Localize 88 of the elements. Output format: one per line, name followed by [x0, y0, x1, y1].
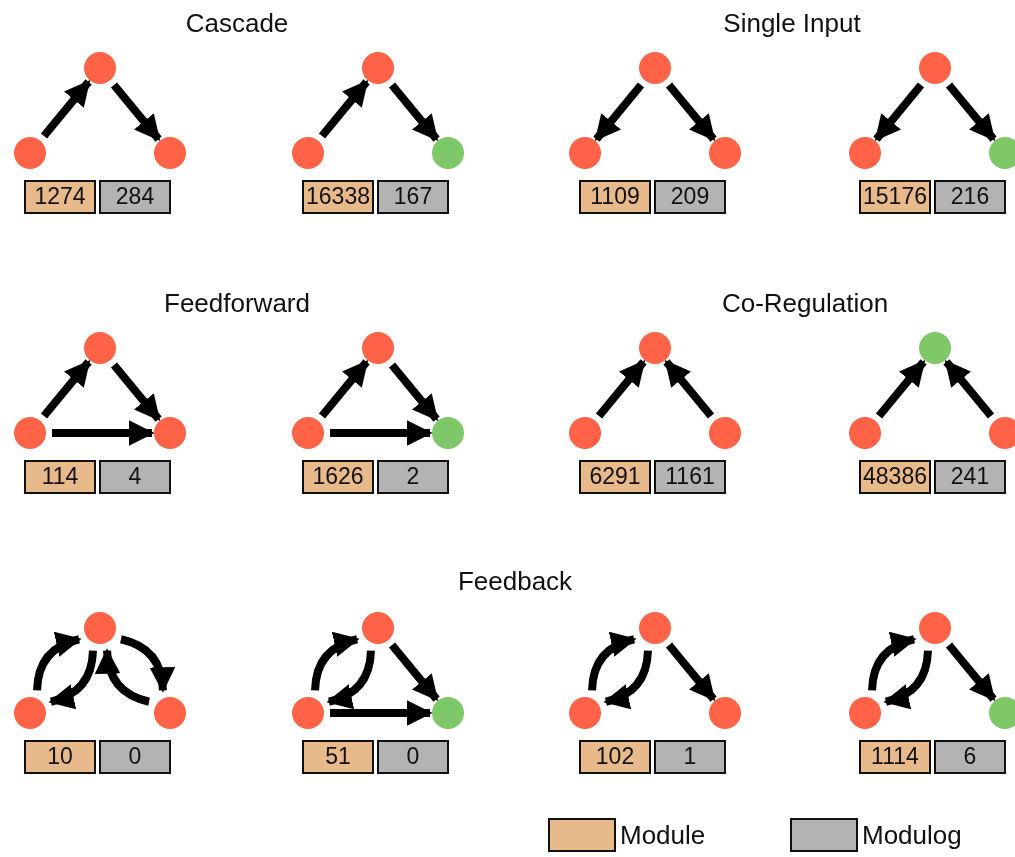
count-label: 1626: [302, 460, 374, 494]
arrow: [873, 82, 925, 142]
arrow: [388, 82, 440, 142]
gene-node: [14, 417, 46, 449]
arrow: [110, 362, 162, 422]
gene-node: [639, 52, 671, 84]
gene-node: [569, 697, 601, 729]
motif-title: Feedforward: [164, 288, 310, 319]
count-label: 1109: [579, 180, 651, 214]
gene-node: [154, 417, 186, 449]
gene-node: [154, 137, 186, 169]
arrow: [95, 648, 151, 706]
arrow: [943, 359, 995, 419]
gene-node: [362, 612, 394, 644]
count-label: 209: [654, 180, 726, 214]
count-label: 0: [99, 740, 171, 774]
gene-node: [989, 697, 1015, 729]
count-label: 6291: [579, 460, 651, 494]
count-label: 0: [377, 740, 449, 774]
count-label: 4: [99, 460, 171, 494]
motif-title: Feedback: [457, 566, 573, 597]
gene-node: [849, 417, 881, 449]
gene-node: [709, 417, 741, 449]
count-label: 16338: [302, 180, 374, 214]
count-label: 1: [654, 740, 726, 774]
count-label: 241: [934, 460, 1006, 494]
count-label: 284: [99, 180, 171, 214]
gene-node: [569, 417, 601, 449]
gene-node: [639, 612, 671, 644]
arrow: [595, 359, 647, 419]
motif-title: Co-Regulation: [721, 288, 889, 319]
count-label: 102: [579, 740, 651, 774]
gene-node: [709, 137, 741, 169]
gene-node: [919, 332, 951, 364]
gene-node: [709, 697, 741, 729]
gene-node: [14, 697, 46, 729]
gene-node: [849, 137, 881, 169]
gene-node: [362, 332, 394, 364]
gene-node: [919, 612, 951, 644]
arrow: [665, 82, 717, 142]
legend-label: Modulog: [862, 820, 962, 851]
gene-node: [432, 697, 464, 729]
gene-node: [84, 52, 116, 84]
gene-node: [989, 137, 1015, 169]
arrow: [875, 359, 927, 419]
gene-node: [362, 52, 394, 84]
arrow: [388, 642, 440, 702]
arrow: [119, 635, 175, 693]
gene-node: [989, 417, 1015, 449]
gene-node: [154, 697, 186, 729]
arrow: [388, 362, 440, 422]
count-label: 10: [24, 740, 96, 774]
count-label: 6: [934, 740, 1006, 774]
count-label: 1161: [654, 460, 726, 494]
count-label: 48386: [859, 460, 931, 494]
gene-node: [639, 332, 671, 364]
count-label: 51: [302, 740, 374, 774]
legend-label: Module: [620, 820, 706, 851]
gene-node: [292, 417, 324, 449]
arrow: [110, 82, 162, 142]
arrow: [663, 359, 715, 419]
arrow: [593, 82, 645, 142]
gene-node: [14, 137, 46, 169]
count-label: 15176: [859, 180, 931, 214]
arrow: [318, 79, 370, 139]
arrow: [40, 79, 92, 139]
count-label: 2: [377, 460, 449, 494]
arrow: [318, 359, 370, 419]
gene-node: [292, 137, 324, 169]
gene-node: [849, 697, 881, 729]
count-label: 1114: [859, 740, 931, 774]
motif-title: Single Input: [723, 8, 861, 39]
gene-node: [919, 52, 951, 84]
gene-node: [84, 332, 116, 364]
count-label: 114: [24, 460, 96, 494]
arrow: [945, 642, 997, 702]
count-label: 1274: [24, 180, 96, 214]
arrow: [40, 359, 92, 419]
gene-node: [84, 612, 116, 644]
gene-node: [569, 137, 601, 169]
motif-title: Cascade: [185, 8, 289, 39]
gene-node: [432, 417, 464, 449]
arrow: [945, 82, 997, 142]
count-label: 216: [934, 180, 1006, 214]
count-label: 167: [377, 180, 449, 214]
gene-node: [432, 137, 464, 169]
gene-node: [292, 697, 324, 729]
arrow: [665, 642, 717, 702]
